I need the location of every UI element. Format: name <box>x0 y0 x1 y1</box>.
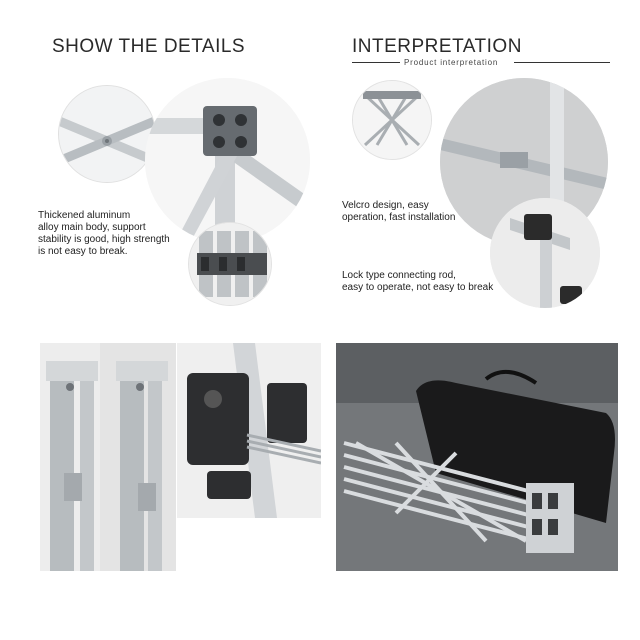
plastic-connector-photo <box>177 343 321 518</box>
corner-connector-detail-image <box>145 78 310 243</box>
subheading-rule-left <box>352 62 400 63</box>
cross-brace-detail-image <box>58 85 156 183</box>
velcro-caption: Velcro design, easy operation, fast inst… <box>342 200 456 223</box>
folded-frame-detail-image <box>188 222 272 306</box>
interpretation-subheading: Product interpretation <box>404 58 499 67</box>
folded-frame-with-bag-photo <box>336 343 618 571</box>
subheading-rule-right <box>514 62 610 63</box>
leg-slider-photo <box>40 343 176 571</box>
lock-rod-caption: Lock type connecting rod, easy to operat… <box>342 270 494 293</box>
lock-connector-image <box>490 198 600 308</box>
aluminum-body-caption: Thickened aluminum alloy main body, supp… <box>38 210 170 257</box>
frame-top-view-image <box>352 80 432 160</box>
interpretation-heading: INTERPRETATION <box>352 36 522 57</box>
details-heading: SHOW THE DETAILS <box>52 36 246 57</box>
